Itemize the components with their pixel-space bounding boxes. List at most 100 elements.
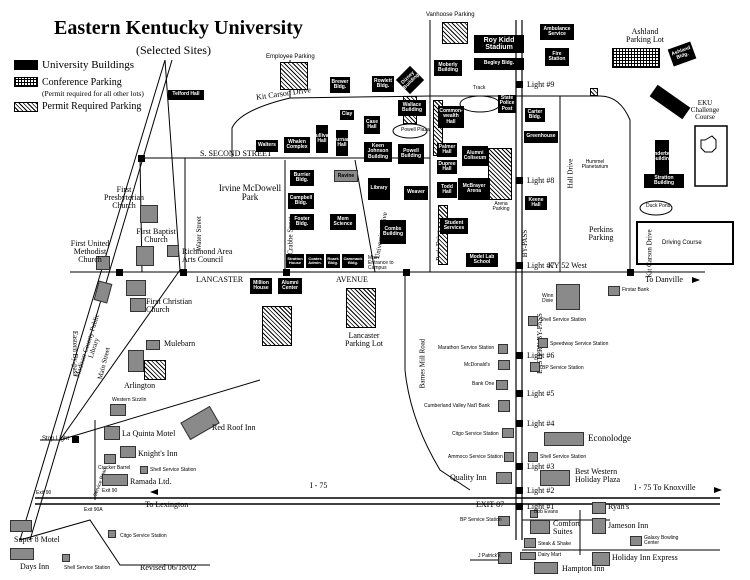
hummel-planetarium-label: Hummel Planetarium	[581, 159, 609, 170]
keen-johnson-building: Keen Johnson Building	[364, 142, 392, 162]
ambulance-service: Ambulance Service	[540, 24, 574, 40]
ashland-parking-lot	[612, 48, 660, 68]
model-lab-school: Model Lab School	[466, 253, 498, 267]
commonwealth-hall: Common-wealth Hall	[438, 106, 464, 128]
todd-hall: Todd Hall	[437, 182, 457, 198]
richmond-arts-label: Richmond Area Arts Council	[182, 247, 233, 264]
light-4-marker	[516, 420, 523, 427]
stratton-building: Stratton Building	[644, 174, 684, 188]
legend-buildings-label: University Buildings	[42, 59, 134, 71]
steak-shake-label: Steak & Shake	[538, 541, 572, 547]
light-2-marker	[516, 487, 523, 494]
exit87-label: EXIT 87	[476, 500, 505, 509]
fire-station: Fire Station	[545, 48, 569, 66]
irvine-park-label: Irvine McDowell Park	[218, 183, 282, 202]
mcdonalds-building	[498, 360, 510, 370]
funderburk-building: Funderburk Building	[655, 140, 669, 174]
ryans-label: Ryan's	[608, 502, 630, 511]
super8-label: Super 8 Motel	[14, 535, 60, 544]
alumni-center: Alumni Center	[278, 278, 302, 294]
wallace-building: Wallace Building	[398, 100, 426, 116]
palmer-hall: Palmer Hall	[437, 143, 457, 157]
richmond-arts-building	[167, 245, 179, 257]
steak-shake-building	[524, 538, 536, 548]
arena-parking-lot	[488, 148, 512, 200]
mcbrayer-arena: McBrayer Arena	[458, 178, 490, 200]
best-western-building	[540, 470, 570, 486]
jameson-inn-building	[592, 518, 606, 534]
first-baptist-label: First Baptist Church	[136, 227, 176, 244]
brewer-bldg: Brewer Bldg.	[330, 77, 350, 93]
coates-admin: Coates Admin.	[306, 254, 324, 268]
citgo-station-2-label: Citgo Service Station	[120, 533, 167, 539]
lancaster-parking-lot	[346, 288, 376, 328]
light-9-label: Light #9	[527, 80, 555, 89]
knoxville-arrow	[714, 487, 722, 493]
marathon-building	[498, 344, 508, 354]
first-christian-building	[126, 280, 146, 296]
library: Library	[368, 178, 390, 200]
galaxy-bowling-building	[630, 536, 642, 546]
perkins-parking-label: Perkins Parking	[588, 225, 614, 242]
track-label: Track	[473, 85, 486, 91]
roy-kidd-stadium: Roy Kidd Stadium	[474, 35, 524, 53]
super8-building	[10, 520, 32, 532]
western-sizzlin-building	[110, 404, 126, 416]
greenhouse: Greenhouse	[524, 131, 558, 143]
mulebarn-parking-lot	[144, 360, 166, 380]
best-western-label: Best Western Holiday Plaza	[575, 467, 621, 484]
main-entrance-label: Main Entrance to Campus	[368, 255, 394, 271]
light-9-marker	[516, 81, 523, 88]
light-1-marker	[516, 503, 523, 510]
map-title: Eastern Kentucky University	[54, 17, 303, 39]
winn-dixie-label: Winn Dixie	[542, 293, 554, 304]
holiday-express-building	[592, 552, 610, 566]
legend-conference-note: (Permit required for all other lots)	[42, 89, 144, 98]
marathon-label: Marathon Service Station	[438, 345, 495, 351]
intersection-marker	[403, 269, 410, 276]
danville-arrow	[692, 277, 700, 283]
citgo-station-label: Citgo Service Station	[452, 431, 499, 437]
first-methodist-label: First United Methodist Church	[70, 239, 110, 264]
first-methodist-building	[96, 256, 110, 270]
mulebarn-building	[146, 340, 160, 350]
first-christian-label: First Christian Church	[146, 297, 193, 314]
western-sizzlin-label: Western Sizzlin	[112, 397, 147, 403]
legend-conference-label: Conference Parking	[42, 77, 122, 88]
shell-station-4-label: Shell Service Station	[64, 565, 111, 571]
shell-station-4-building	[62, 554, 70, 562]
kit-carson-right-label: Kit Carson Drive	[645, 229, 654, 278]
bp-station-2-building	[498, 516, 510, 526]
student-services: Student Services	[440, 218, 468, 234]
ravine: Ravine	[334, 170, 358, 182]
intersection-marker	[180, 269, 187, 276]
left-bypass-road	[19, 59, 166, 541]
foster-bldg: Foster Bldg.	[290, 214, 314, 230]
powell-plaza-shape	[392, 123, 428, 139]
shell-station-2-building	[528, 452, 538, 462]
holiday-express-label: Holiday Inn Express	[612, 553, 678, 562]
second-street-label: S. SECOND STREET	[200, 149, 272, 158]
vanhoose-parking-label: Vanhoose Parking	[426, 12, 475, 18]
light-3-label: Light #3	[527, 462, 555, 471]
campbell-bldg: Campbell Bldg.	[288, 193, 314, 209]
light-4-label: Light #4	[527, 419, 555, 428]
intersection-marker	[627, 269, 634, 276]
i75-label: I - 75	[310, 481, 328, 490]
exit90a-label: Exit 90A	[84, 507, 103, 513]
telford-hall: Telford Hall	[168, 90, 204, 100]
intersection-marker	[116, 269, 123, 276]
dairy-mart-building	[520, 552, 536, 560]
mcdonalds-label: McDonald's	[464, 362, 490, 368]
ashland-parking-label: Ashland Parking Lot	[626, 27, 664, 44]
employee-parking-label: Employee Parking	[266, 54, 315, 60]
knights-inn-building	[120, 446, 136, 458]
firstar-bank-label: Firstar Bank	[622, 287, 649, 293]
shell-station-building	[528, 316, 538, 326]
cumberland-bank-building	[498, 400, 510, 412]
shell-station-2-label: Shell Service Station	[540, 454, 587, 460]
clay-hall: Clay	[340, 110, 354, 120]
first-christian-building	[130, 298, 146, 312]
hampton-inn-building	[534, 562, 558, 574]
econolodge-label: Econolodge	[588, 433, 631, 443]
